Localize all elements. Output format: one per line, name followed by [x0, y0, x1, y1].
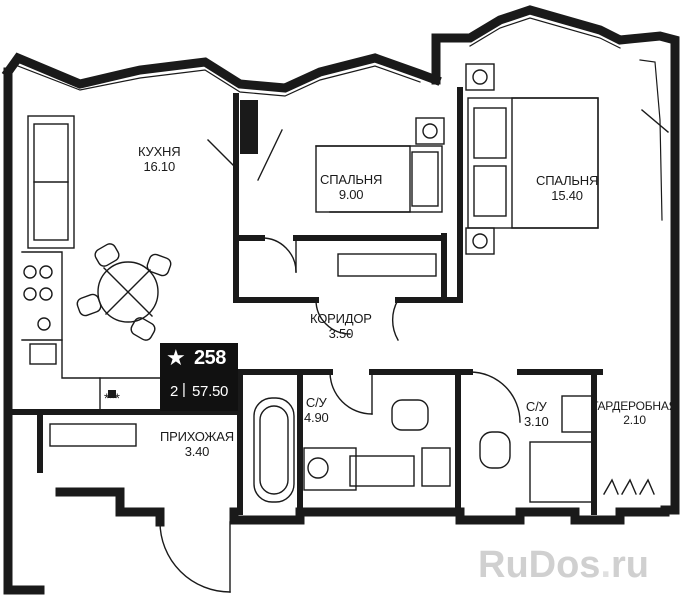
room-bath-1-name: С/У: [305, 395, 327, 410]
room-wardrobe-area: 2.10: [623, 412, 646, 427]
room-hall-area: 3.40: [184, 443, 210, 459]
room-bath-1: С/У 4.90: [304, 395, 329, 426]
room-kitchen-name: КУХНЯ: [138, 144, 181, 159]
room-bedroom-small-name: СПАЛЬНЯ: [320, 172, 383, 187]
room-wardrobe: ГАРДЕРОБНАЯ 2.10: [592, 399, 678, 428]
room-count: 2: [170, 383, 179, 400]
total-area: 57.50: [192, 383, 229, 400]
fixtures: [21, 63, 669, 593]
room-bedroom-large-area: 15.40: [551, 187, 583, 203]
watermark-dot: .: [600, 544, 612, 586]
interior-walls: [11, 87, 603, 515]
room-bath-2-area: 3.10: [524, 413, 549, 429]
watermark: RuDos.ru: [478, 544, 649, 587]
room-bath-2-name: С/У: [525, 399, 547, 414]
badge-separator: |: [182, 381, 186, 398]
apartment-number: 258: [194, 347, 226, 369]
watermark-brand: RuDos: [478, 544, 601, 586]
room-bath-1-area: 4.90: [304, 409, 329, 425]
windows: [17, 17, 663, 221]
room-kitchen: КУХНЯ 16.10: [138, 144, 181, 175]
room-bedroom-large-name: СПАЛЬНЯ: [536, 173, 599, 188]
room-corridor-name: КОРИДОР: [310, 311, 372, 326]
room-bedroom-small: СПАЛЬНЯ 9.00: [320, 172, 383, 203]
watermark-tld: ru: [611, 544, 650, 586]
star-icon: ★: [166, 345, 186, 370]
room-corridor: КОРИДОР 3.50: [310, 311, 372, 342]
apartment-badge: ★ 258 2 | 57.50: [160, 343, 238, 411]
exterior-walls: [1, 5, 680, 595]
room-wardrobe-name: ГАРДЕРОБНАЯ: [592, 399, 678, 413]
room-kitchen-area: 16.10: [143, 158, 175, 174]
stove-marks: ***: [104, 390, 120, 406]
room-bedroom-small-area: 9.00: [338, 186, 364, 202]
room-bedroom-large: СПАЛЬНЯ 15.40: [536, 173, 599, 204]
room-hall-name: ПРИХОЖАЯ: [160, 429, 234, 444]
room-hall: ПРИХОЖАЯ 3.40: [160, 429, 234, 460]
room-corridor-area: 3.50: [328, 325, 354, 341]
room-bath-2: С/У 3.10: [524, 399, 549, 430]
